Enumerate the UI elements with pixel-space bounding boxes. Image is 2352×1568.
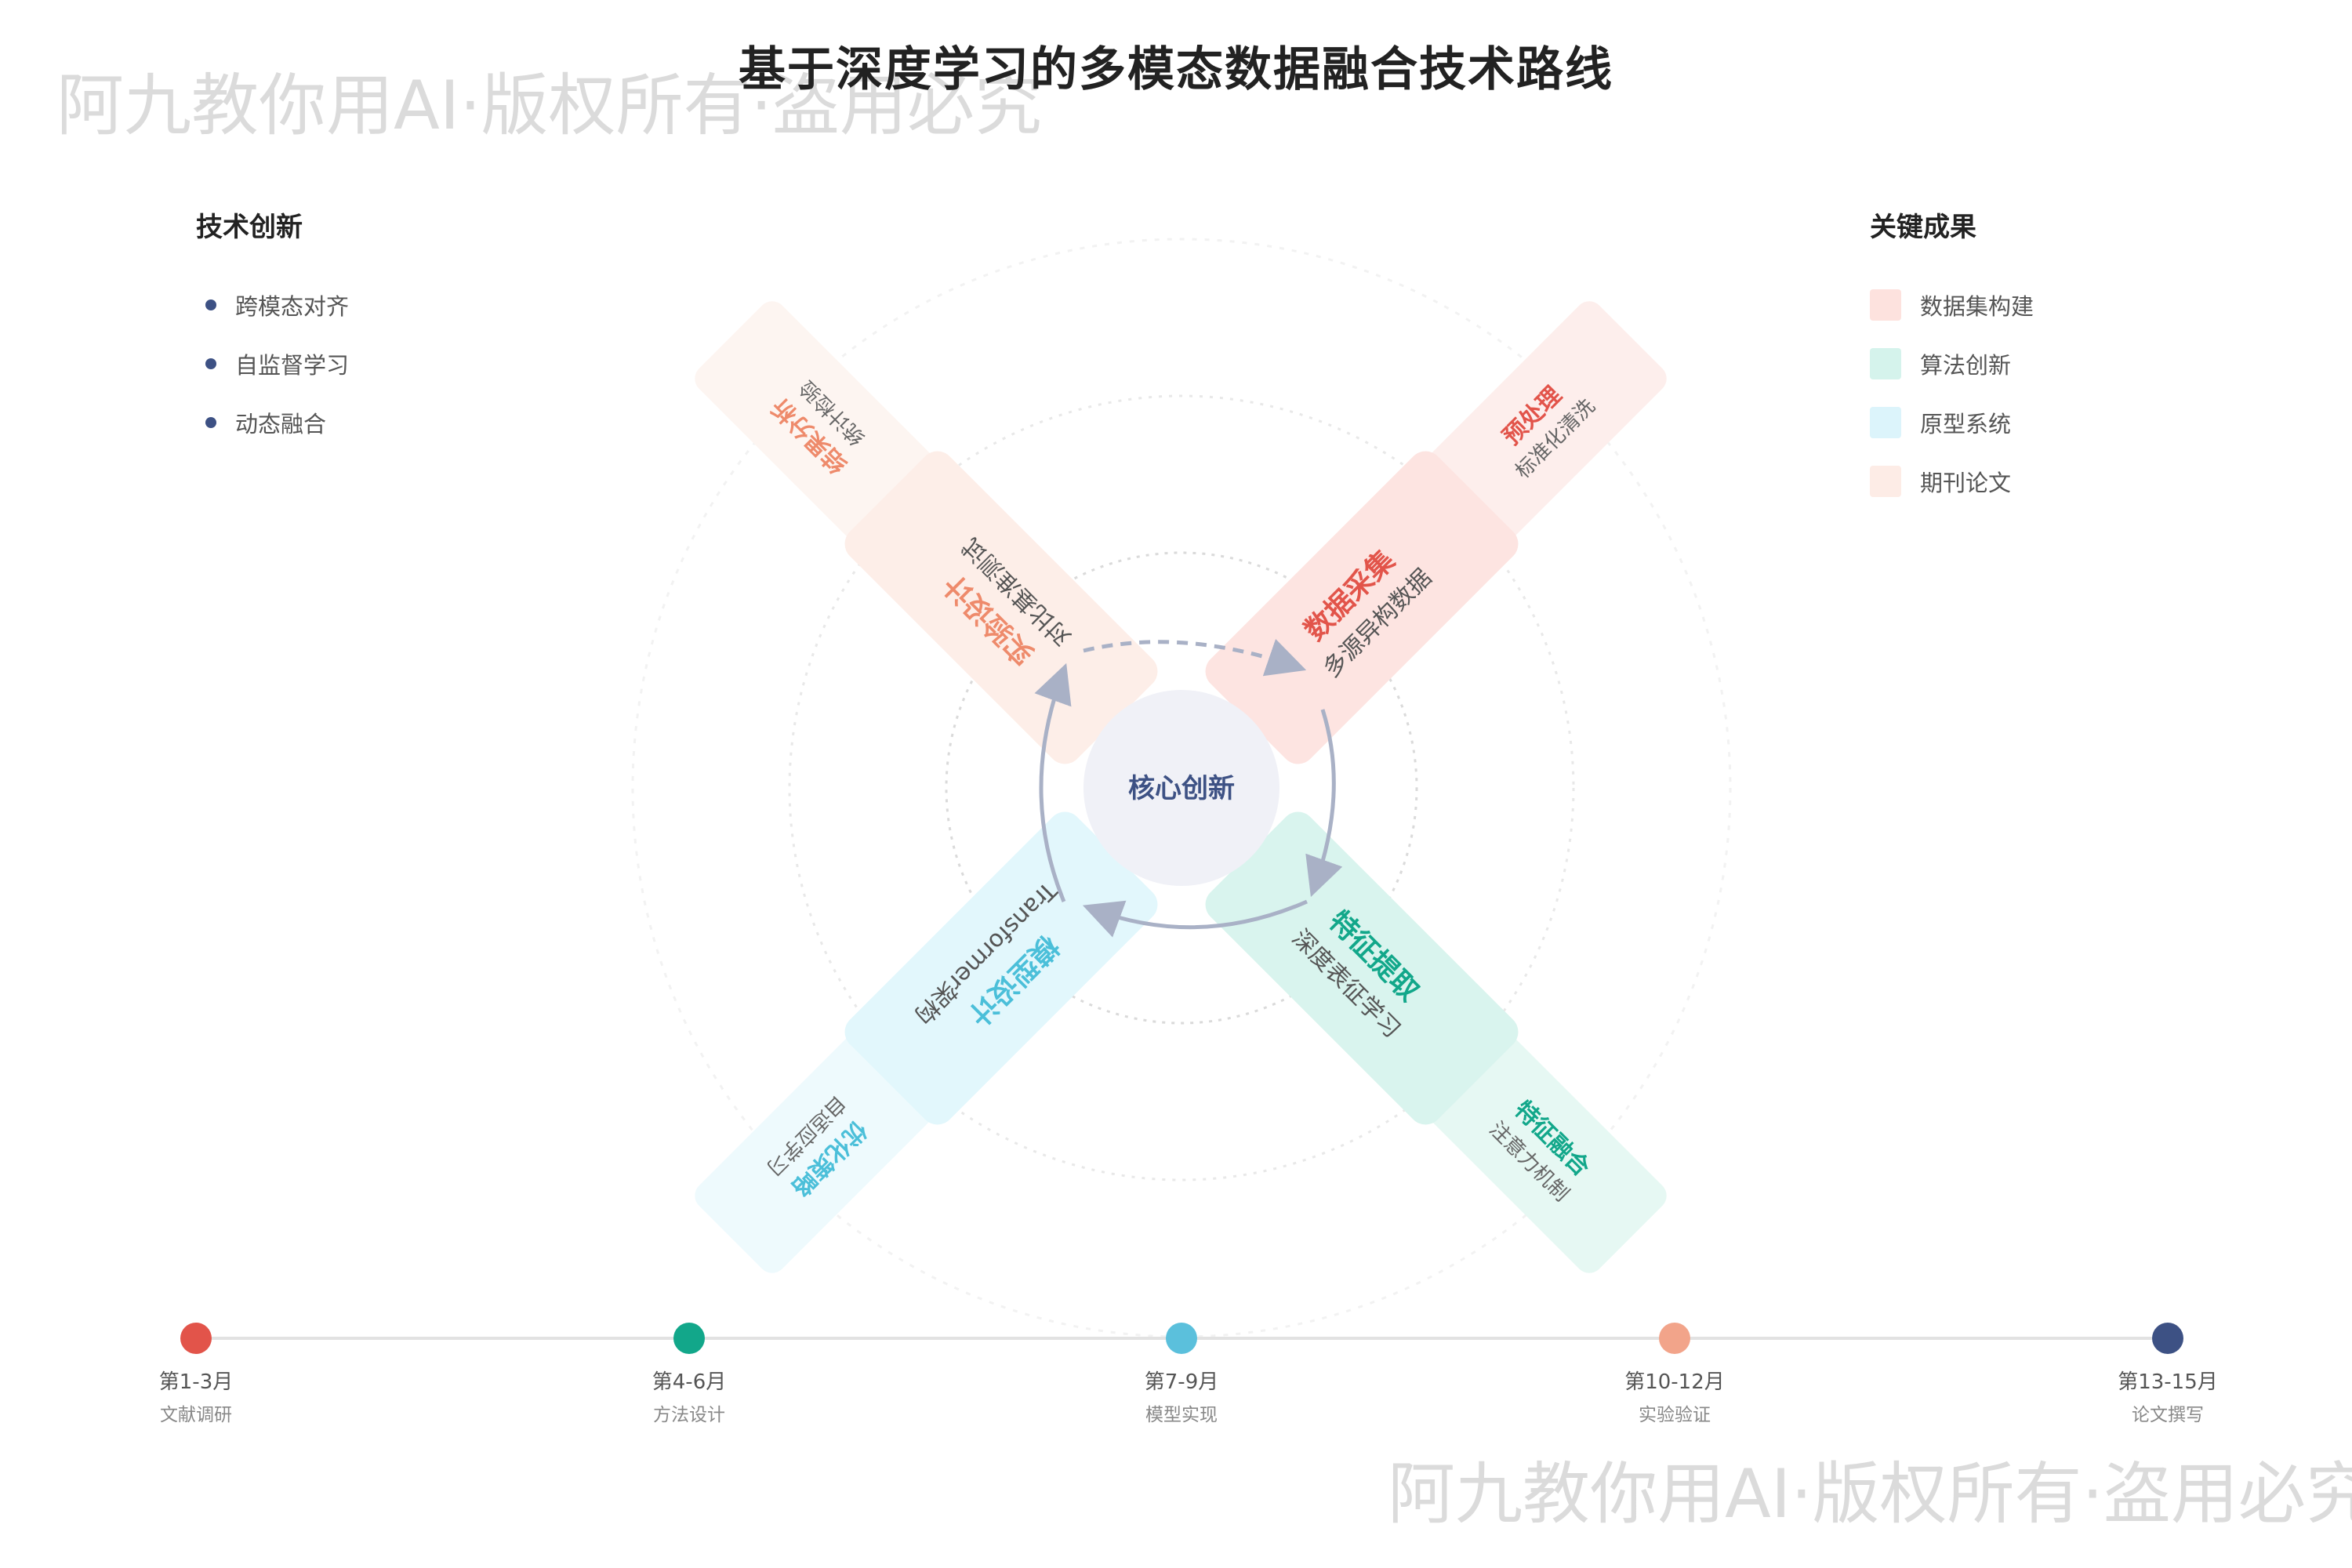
timeline-label: 第7-9月 模型实现 (1080, 1366, 1283, 1426)
timeline-node (1166, 1323, 1197, 1354)
cycle-arrow-top (1083, 638, 1307, 677)
inner-card-1-bg (1205, 811, 1519, 1125)
innovation-legend-item: 动态融合 (196, 393, 349, 452)
timeline-phase: 模型实现 (1145, 1405, 1218, 1425)
page-title: 基于深度学习的多模态数据融合技术路线 (739, 42, 1613, 97)
timeline-period: 第1-3月 (158, 1370, 234, 1394)
timeline-period: 第4-6月 (652, 1370, 727, 1394)
outer-card-result-analysis: 结果分析 统计检验 (695, 301, 944, 550)
cycle-arrow-bottom (1082, 899, 1308, 938)
bullet-dot-icon (205, 358, 216, 369)
innovation-legend-item: 自监督学习 (196, 334, 349, 393)
outer-card-preprocess: 预处理 标准化清洗 (1417, 301, 1667, 550)
innovation-legend-label: 自监督学习 (235, 351, 350, 379)
outcome-legend-title: 关键成果 (1870, 212, 1976, 243)
timeline-label: 第1-3月 文献调研 (94, 1366, 298, 1426)
outer-card-1-bg (1417, 1024, 1667, 1273)
timeline-period: 第7-9月 (1144, 1370, 1219, 1394)
inner-card-model-design: 模型设计 Transformer架构 (844, 811, 1158, 1125)
legend-swatch (1870, 347, 1901, 379)
outcome-legend-label: 期刊论文 (1920, 469, 2012, 496)
innovation-legend-title: 技术创新 (196, 212, 303, 243)
timeline-phase: 实验验证 (1639, 1405, 1711, 1425)
bullet-dot-icon (205, 416, 216, 428)
outer-card-3-bg (695, 301, 944, 550)
core-innovation-node (1083, 690, 1279, 886)
legend-swatch (1870, 289, 1901, 321)
core-innovation-label: 核心创新 (1128, 773, 1235, 804)
legend-swatch (1870, 465, 1901, 497)
timeline-phase: 方法设计 (653, 1405, 725, 1425)
timeline-node (180, 1323, 212, 1354)
inner-card-experiment-design: 实验设计 对比基准测试 (844, 451, 1158, 764)
innovation-legend-label: 跨模态对齐 (235, 292, 350, 320)
cycle-arrow-right (1305, 709, 1343, 898)
timeline-label: 第13-15月 论文撰写 (2066, 1366, 2270, 1426)
timeline-label: 第4-6月 方法设计 (587, 1366, 791, 1426)
outcome-legend-item: 原型系统 (1870, 393, 2034, 452)
timeline-node (1659, 1323, 1690, 1354)
timeline-phase: 论文撰写 (2132, 1405, 2204, 1425)
timeline-phase: 文献调研 (160, 1405, 232, 1425)
inner-ring (945, 551, 1418, 1025)
legend-swatch (1870, 406, 1901, 438)
outcome-legend-label: 原型系统 (1920, 410, 2012, 437)
cycle-arrow-left (1034, 662, 1072, 902)
inner-card-2-bg (844, 811, 1158, 1125)
timeline-period: 第10-12月 (1624, 1370, 1725, 1394)
innovation-legend: 技术创新 跨模态对齐 自监督学习 动态融合 (196, 205, 349, 452)
timeline-period: 第13-15月 (2118, 1370, 2218, 1394)
inner-card-0-bg (1205, 451, 1519, 764)
outer-card-2-bg (695, 1024, 944, 1273)
outcome-legend: 关键成果 数据集构建 算法创新 原型系统 期刊论文 (1870, 205, 2034, 510)
inner-card-3-bg (844, 451, 1158, 764)
bullet-dot-icon (205, 299, 216, 310)
outcome-legend-item: 数据集构建 (1870, 275, 2034, 334)
timeline-label: 第10-12月 实验验证 (1573, 1366, 1777, 1426)
outcome-legend-label: 算法创新 (1920, 351, 2012, 379)
middle-ring (788, 394, 1575, 1181)
outcome-legend-label: 数据集构建 (1920, 292, 2034, 320)
outer-ring (631, 238, 1732, 1338)
timeline-node (673, 1323, 705, 1354)
outer-card-feature-fusion: 特征融合 注意力机制 (1417, 1024, 1667, 1273)
outer-card-0-bg (1417, 301, 1667, 550)
innovation-legend-item: 跨模态对齐 (196, 275, 349, 334)
timeline-node (2152, 1323, 2183, 1354)
innovation-legend-label: 动态融合 (235, 410, 327, 437)
outcome-legend-item: 期刊论文 (1870, 452, 2034, 510)
outcome-legend-item: 算法创新 (1870, 334, 2034, 393)
